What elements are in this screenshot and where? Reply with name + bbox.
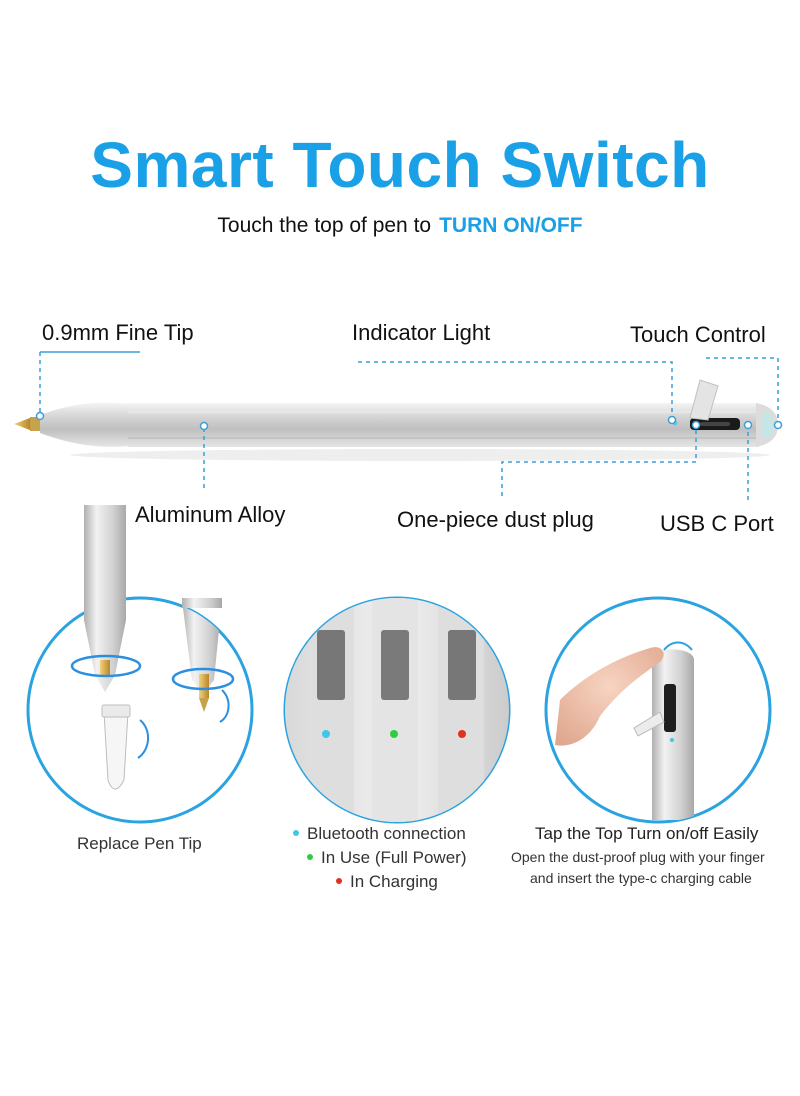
callout-aluminum-alloy: Aluminum Alloy [135, 502, 286, 527]
legend-bluetooth-label: Bluetooth connection [307, 824, 466, 843]
legend-in-use-label: In Use (Full Power) [321, 848, 467, 867]
legend-in-use: In Use (Full Power) [307, 848, 466, 868]
callout-indicator-light: Indicator Light [352, 320, 491, 345]
callout-touch-control: Touch Control [630, 322, 766, 347]
callout-fine-tip: 0.9mm Fine Tip [42, 320, 194, 345]
legend-charging-label: In Charging [350, 872, 438, 891]
touch-caption: Tap the Top Turn on/off Easily [535, 824, 759, 843]
subtitle-prefix: Touch the top of pen to [217, 214, 432, 237]
in-use-dot-icon [307, 853, 313, 860]
touch-description-line2: and insert the type-c charging cable [530, 870, 752, 886]
charging-dot-icon [336, 877, 342, 884]
bluetooth-dot-icon [293, 829, 299, 836]
subtitle: Touch the top of pen to TURN ON/OFF [0, 214, 800, 238]
callout-dust-plug: One-piece dust plug [397, 507, 594, 532]
touch-description-line1: Open the dust-proof plug with your finge… [511, 849, 765, 865]
stylus-pen [14, 379, 778, 461]
legend-bluetooth: Bluetooth connection [293, 824, 466, 844]
callout-usb-c-port: USB C Port [660, 511, 774, 536]
legend-charging: In Charging [336, 872, 438, 892]
callout-lines [39, 351, 779, 500]
touch-panel [544, 596, 772, 824]
replace-tip-caption: Replace Pen Tip [77, 834, 202, 853]
page-title: Smart Touch Switch [90, 129, 710, 201]
replace-tip-panel [26, 505, 254, 824]
indicator-panel [283, 596, 511, 824]
callout-dots [35, 411, 783, 431]
subtitle-highlight: TURN ON/OFF [439, 214, 583, 237]
